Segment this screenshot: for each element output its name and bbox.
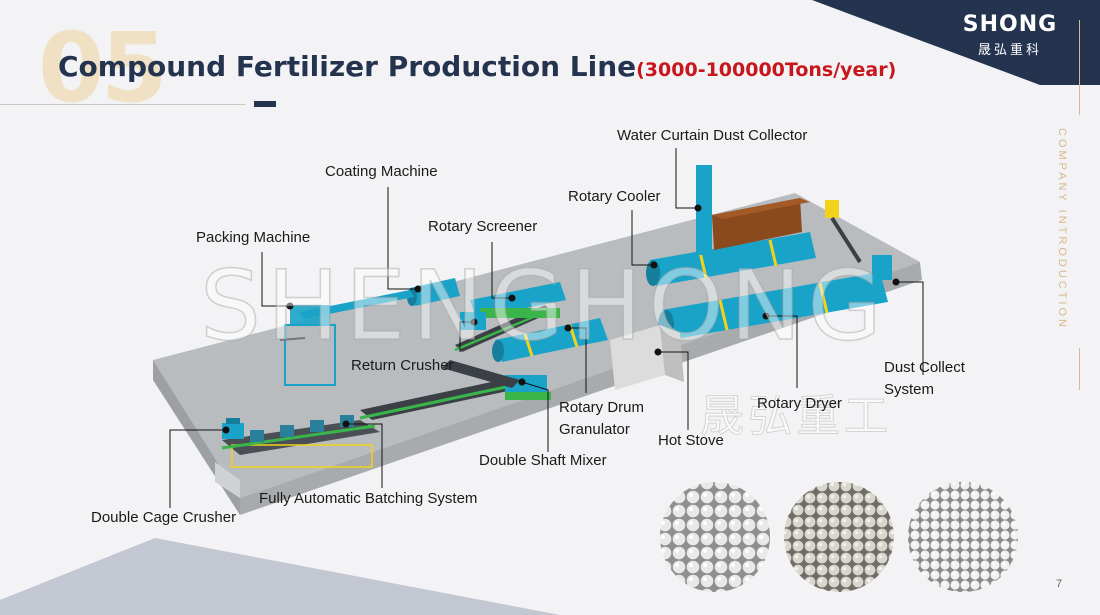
water-curtain-collector-model xyxy=(696,165,810,255)
callout-dots xyxy=(222,204,900,434)
title-capacity: (3000-100000Tons/year) xyxy=(636,59,897,81)
brand-logo: SHONG 晟弘重科 xyxy=(950,12,1070,58)
label-coating-machine: Coating Machine xyxy=(325,163,438,180)
rotary-cooler-model xyxy=(646,232,816,286)
rotary-screener-model xyxy=(470,282,566,318)
page-title: Compound Fertilizer Production Line(3000… xyxy=(58,50,896,83)
watermark-en: SHENGHONG xyxy=(199,249,888,363)
page-number: 7 xyxy=(1056,578,1063,590)
label-batching-system: Fully Automatic Batching System xyxy=(259,490,478,507)
dust-collect-model xyxy=(825,200,892,280)
side-label: COMPANY INTRODUCTION xyxy=(1056,128,1068,330)
title-underline xyxy=(0,104,246,105)
watermark-cn: 晟弘重工 xyxy=(700,391,892,443)
granule-photo-3 xyxy=(908,482,1018,592)
label-return-crusher: Return Crusher xyxy=(351,357,454,374)
packing-machine-model xyxy=(279,290,414,386)
hot-stove-model xyxy=(610,325,684,390)
batching-system xyxy=(221,415,380,468)
title-underline-mark xyxy=(254,101,276,107)
label-double-shaft-mixer: Double Shaft Mixer xyxy=(479,452,607,469)
callout-lines xyxy=(169,148,924,508)
label-granulator-line2: Granulator xyxy=(559,421,630,438)
corner-banner xyxy=(812,0,1100,85)
title-main: Compound Fertilizer Production Line xyxy=(58,50,637,83)
side-rule-top xyxy=(1079,20,1080,115)
label-water-curtain-dust-collector: Water Curtain Dust Collector xyxy=(617,127,808,144)
label-dust-collect-line1: Dust Collect xyxy=(884,359,965,376)
brand-name-cn: 晟弘重科 xyxy=(977,43,1042,58)
section-number: 05 xyxy=(38,12,168,124)
label-double-cage-crusher: Double Cage Crusher xyxy=(91,509,237,526)
label-hot-stove: Hot Stove xyxy=(658,432,724,449)
granule-photo-2 xyxy=(784,482,894,592)
footer-stripe-light xyxy=(0,560,300,615)
label-rotary-drum-granulator: Rotary Drum Granulator xyxy=(559,397,644,441)
main-belt-conveyor xyxy=(359,378,522,420)
label-dust-collect: Dust Collect System xyxy=(884,357,965,401)
label-dust-collect-line2: System xyxy=(884,381,935,398)
label-packing-machine: Packing Machine xyxy=(196,229,311,246)
label-granulator-line1: Rotary Drum xyxy=(559,399,645,416)
brand-name: SHONG xyxy=(962,12,1058,37)
side-rule-bottom xyxy=(1079,348,1080,390)
label-rotary-screener: Rotary Screener xyxy=(428,218,538,235)
label-rotary-dryer: Rotary Dryer xyxy=(757,395,843,412)
label-rotary-cooler: Rotary Cooler xyxy=(568,188,661,205)
granule-photo-1 xyxy=(660,482,770,592)
